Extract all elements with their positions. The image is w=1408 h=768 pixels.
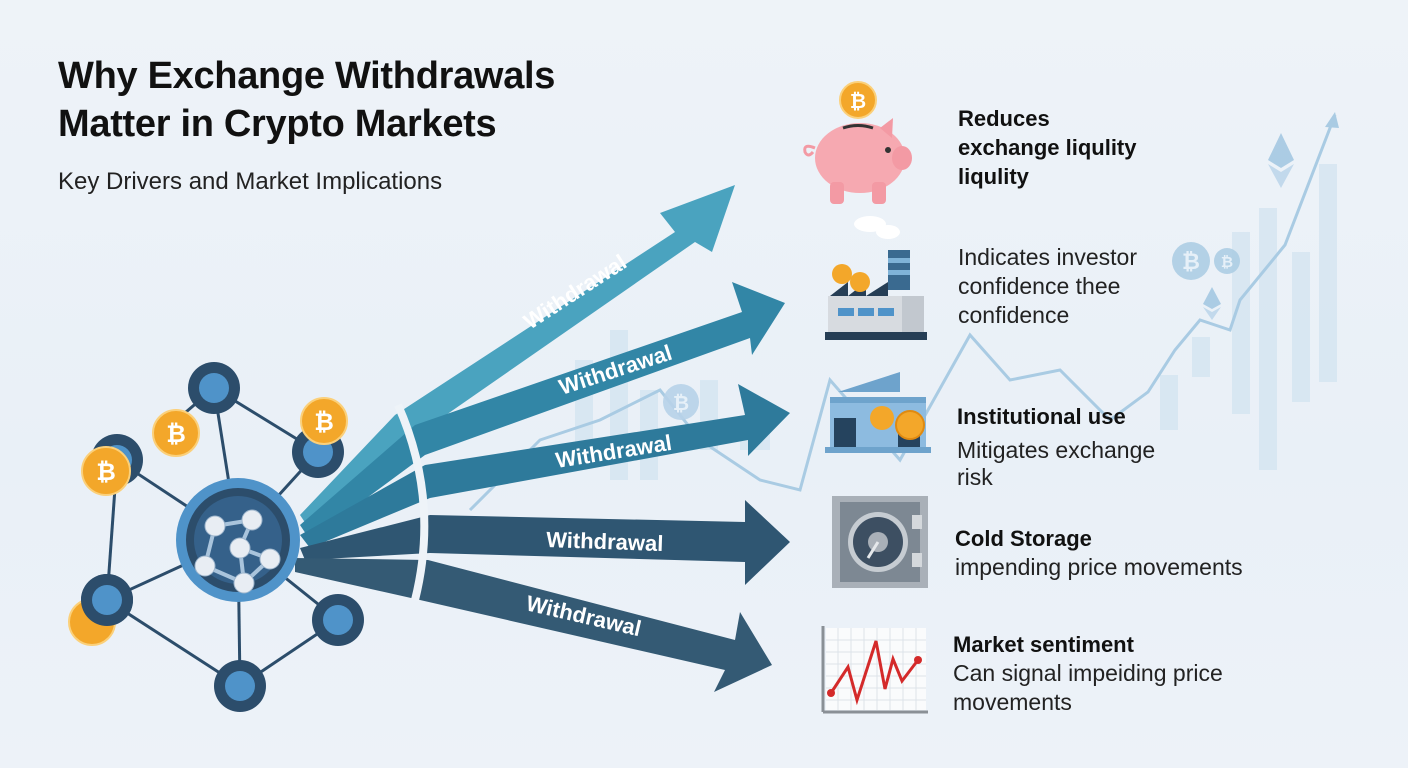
svg-text:₿: ₿ xyxy=(1221,253,1233,271)
withdrawal-arrow-2 xyxy=(300,282,785,540)
ethereum-small-icon xyxy=(1203,287,1221,320)
bitcoin-coin-icon: ₿ xyxy=(152,409,200,457)
network-node xyxy=(188,362,240,414)
withdrawal-arrow-3 xyxy=(300,384,790,548)
trend-arrowhead xyxy=(1325,112,1339,128)
bitcoin-coin-icon: ₿ xyxy=(81,446,131,496)
vault-icon xyxy=(832,496,928,588)
page-title: Why Exchange Withdrawals Matter in Crypt… xyxy=(58,52,555,148)
ethereum-icon xyxy=(1268,133,1294,188)
bitcoin-coin-icon: ₿ xyxy=(300,397,348,445)
implication-cold-storage: Cold Storage impending price movements xyxy=(955,526,1243,580)
arrow-label-4: Withdrawal xyxy=(546,527,664,556)
svg-text:₿: ₿ xyxy=(314,408,334,436)
svg-text:₿: ₿ xyxy=(850,89,866,113)
withdrawal-arrow-1 xyxy=(300,185,735,530)
svg-text:₿: ₿ xyxy=(1182,250,1200,275)
line-chart-icon xyxy=(821,626,928,714)
svg-text:₿: ₿ xyxy=(673,391,689,415)
implication-investor-confidence: Indicates investor confidence thee confi… xyxy=(958,244,1137,328)
network-node xyxy=(214,660,266,712)
implication-reduces-liquidity: Reduces exchange liqulity liqulity xyxy=(958,106,1137,189)
svg-text:₿: ₿ xyxy=(166,420,186,448)
implication-market-sentiment: Market sentiment Can signal impeiding pr… xyxy=(953,632,1223,715)
svg-text:₿: ₿ xyxy=(96,458,116,486)
piggy-bank-icon: ₿ xyxy=(803,81,912,204)
exchange-hub-icon xyxy=(176,478,300,602)
network-node xyxy=(312,594,364,646)
page-subtitle: Key Drivers and Market Implications xyxy=(58,168,443,195)
implication-institutional-use: Institutional use Mitigates exchange ris… xyxy=(957,404,1156,490)
faint-bitcoin-icon xyxy=(1172,242,1210,280)
title-line-2: Matter in Crypto Markets xyxy=(58,103,497,145)
institution-building-icon xyxy=(825,372,931,453)
factory-icon xyxy=(825,216,927,340)
title-line-1: Why Exchange Withdrawals xyxy=(58,55,556,97)
